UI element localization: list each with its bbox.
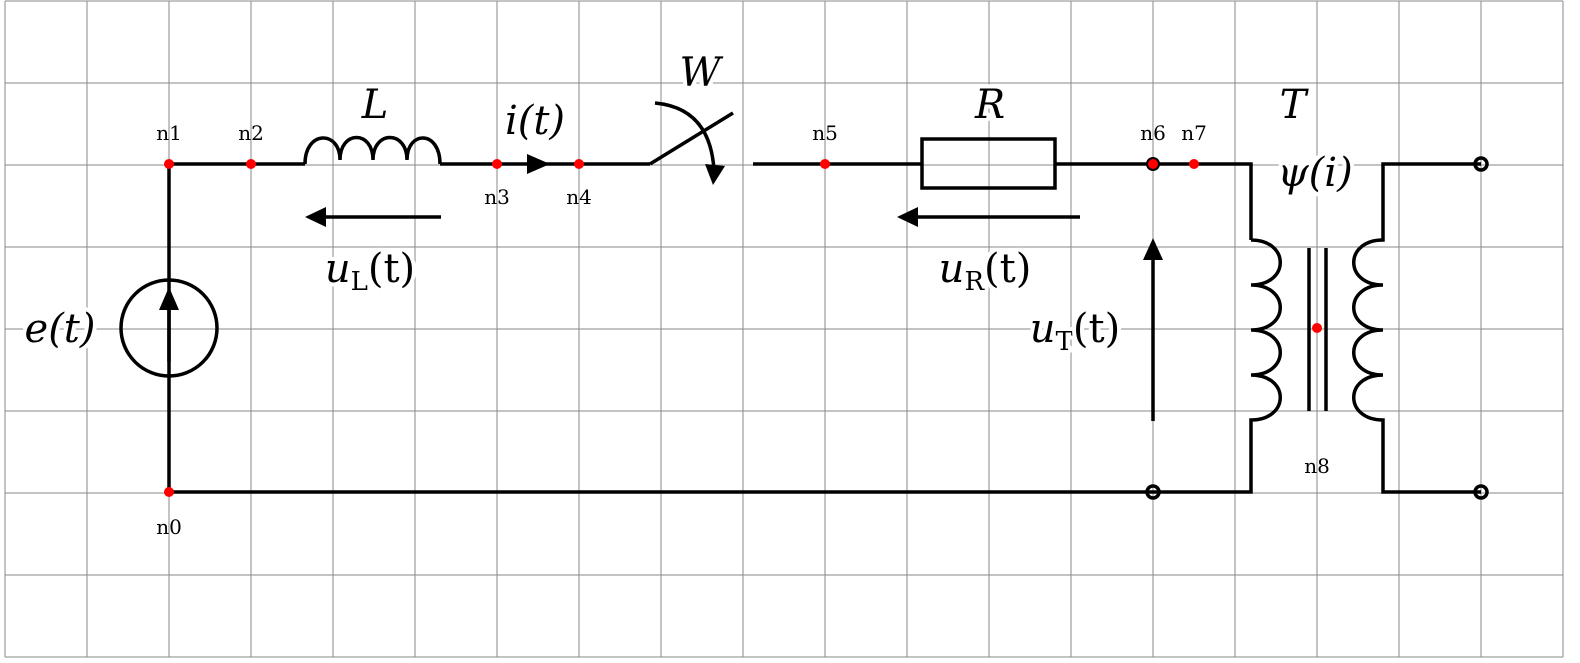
label-n1: n1 <box>156 121 182 145</box>
wire-R-to-T <box>1055 162 1253 240</box>
inductor-L <box>303 135 442 165</box>
label-n6: n6 <box>1140 121 1166 145</box>
node-n6 <box>1148 159 1158 169</box>
label-n0: n0 <box>156 515 182 539</box>
node-n4 <box>574 159 584 169</box>
label-n5: n5 <box>812 121 838 145</box>
terminal-secondary-bottom <box>1473 484 1489 500</box>
label-flux: ψ(i) <box>1277 150 1352 196</box>
node-labels: n0 n1 n2 n3 n4 n5 n6 n7 n8 <box>156 121 1330 539</box>
source-arrow-head <box>159 287 179 310</box>
node-n8 <box>1312 323 1322 333</box>
wire-top-left <box>167 162 305 492</box>
switch-W-blade <box>649 111 734 166</box>
transformer-secondary-coil <box>1352 162 1481 494</box>
node-n2 <box>246 159 256 169</box>
label-transformer: T <box>1280 82 1310 128</box>
label-switch: W <box>679 50 723 96</box>
terminal-primary-bottom <box>1145 484 1161 500</box>
label-n7: n7 <box>1181 121 1207 145</box>
label-resistor: R <box>974 82 1005 128</box>
label-n2: n2 <box>238 121 264 145</box>
voltage-source-e <box>119 278 219 378</box>
label-n8: n8 <box>1304 454 1330 478</box>
switch-W-arc <box>654 101 716 171</box>
uR-arrow-head <box>897 207 918 227</box>
label-n3: n3 <box>484 185 510 209</box>
label-source-voltage: e(t) <box>25 306 96 352</box>
node-n5 <box>820 159 830 169</box>
grid <box>4 0 1564 658</box>
label-uT: uT(t) <box>1030 306 1120 357</box>
component-labels: L i(t) W R T ψ(i) e(t) uL(t) uR(t) uT(t) <box>21 46 1357 361</box>
node-dots <box>164 159 1322 497</box>
label-uR: uR(t) <box>939 246 1032 297</box>
transformer-primary-coil <box>169 238 1282 494</box>
uT-arrow-head <box>1143 238 1163 260</box>
switch-arrow-head <box>705 164 725 185</box>
label-current: i(t) <box>505 98 565 144</box>
current-arrow-head <box>527 154 550 174</box>
label-inductor: L <box>361 82 389 128</box>
node-n3 <box>492 159 502 169</box>
node-n1 <box>164 159 174 169</box>
terminal-secondary-top <box>1473 156 1489 172</box>
label-uL: uL(t) <box>325 246 415 297</box>
node-n0 <box>164 487 174 497</box>
node-n7 <box>1189 159 1199 169</box>
uL-arrow-head <box>305 207 326 227</box>
label-n4: n4 <box>566 185 592 209</box>
